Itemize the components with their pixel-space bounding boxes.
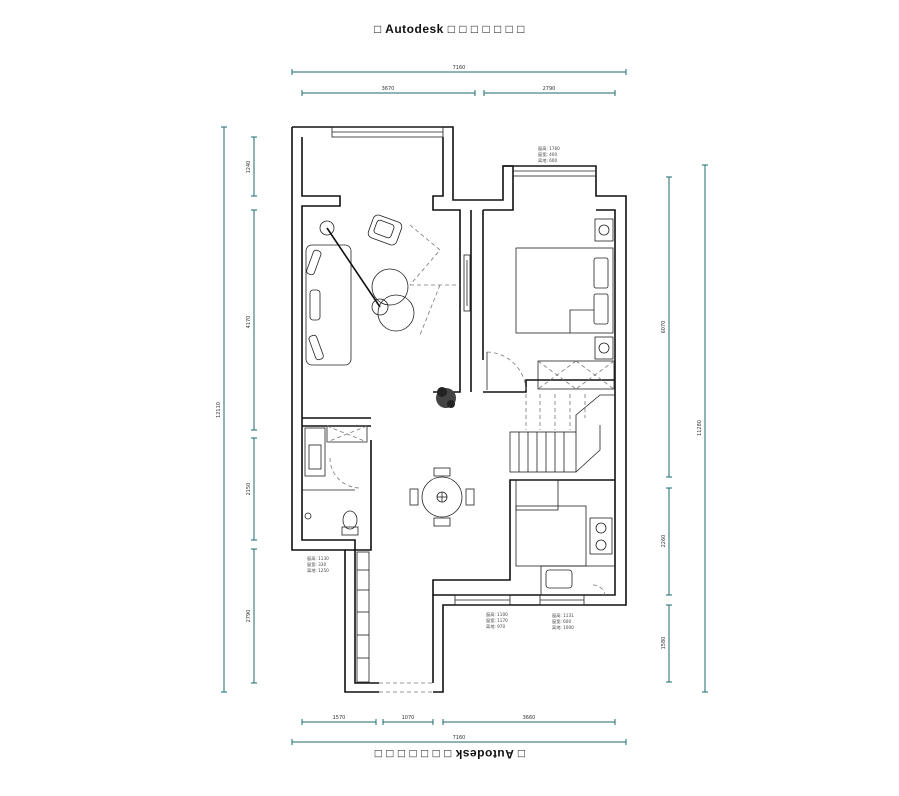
- note-kl-2: 窗宽: 1170: [486, 617, 508, 624]
- dim-right-c-label: 1580: [661, 637, 667, 650]
- shower: [302, 457, 361, 520]
- note-kl-3: 离地: 970: [486, 623, 505, 630]
- dim-left-d-label: 2790: [246, 610, 252, 623]
- dimension-bottom-b: 1070: [382, 715, 434, 725]
- note-top-2: 窗宽: 400: [538, 151, 557, 158]
- note-kr-2: 窗宽: 600: [552, 618, 571, 625]
- dimension-bottom-total: 7160: [291, 735, 627, 745]
- lounge-chair: [367, 214, 403, 246]
- dim-right-b-label: 2260: [661, 535, 667, 548]
- potted-plant: [436, 387, 456, 408]
- bath-cabinet: [326, 425, 368, 443]
- wardrobe: [537, 360, 615, 390]
- stove: [589, 517, 613, 555]
- note-kr-1: 窗高: 1131: [552, 612, 574, 619]
- coffee-table: [371, 268, 415, 332]
- note-bath-1: 窗高: 1130: [307, 555, 329, 562]
- window-note-top: 窗高: 1760 窗宽: 400 离地: 600: [538, 145, 560, 164]
- dim-bottom-b-label: 1070: [402, 715, 415, 721]
- outer-walls: [291, 126, 627, 693]
- note-kr-3: 离地: 1000: [552, 624, 574, 631]
- dim-bottom-total-label: 7160: [453, 735, 466, 741]
- window-note-bath: 窗高: 1130 窗宽: 330 离地: 1250: [307, 555, 329, 574]
- dim-top-right-label: 2790: [543, 86, 556, 92]
- bath-vanity: [304, 427, 326, 477]
- bed: [515, 247, 614, 334]
- note-kl-1: 窗高: 1100: [486, 611, 508, 618]
- dimension-bottom-a: 1570: [301, 715, 377, 725]
- nightstand-bottom: [594, 336, 614, 360]
- dim-top-left-label: 3670: [382, 86, 395, 92]
- dim-left-c-label: 2150: [246, 483, 252, 496]
- bedroom-door: [486, 351, 527, 391]
- dining-table: [409, 467, 475, 527]
- bath-tiles: [356, 551, 370, 683]
- dim-right-a-label: 6070: [661, 321, 667, 334]
- dimension-right-overall: 11280: [697, 164, 708, 693]
- kitchen-windows: [454, 584, 606, 606]
- note-top-1: 窗高: 1760: [538, 145, 560, 152]
- dimension-right-segments: 6070 2260 1580: [661, 176, 672, 683]
- note-bath-3: 离地: 1250: [307, 567, 329, 574]
- dimension-top-left: 3670: [301, 86, 476, 96]
- interior-walls: [302, 210, 615, 595]
- window-note-kitchen-left: 窗高: 1100 窗宽: 1170 离地: 970: [486, 611, 508, 630]
- staircase: [509, 394, 615, 473]
- tv-cabinet: [463, 254, 471, 312]
- dimension-top-right: 2790: [483, 86, 616, 96]
- dim-left-b-label: 4170: [246, 316, 252, 329]
- window-note-kitchen-right: 窗高: 1131 窗宽: 600 离地: 1000: [552, 612, 574, 631]
- note-bath-2: 窗宽: 330: [307, 561, 326, 568]
- dimension-top-total: 7160: [291, 65, 627, 75]
- dim-left-overall-label: 12110: [216, 402, 222, 418]
- dim-left-a-label: 1240: [246, 161, 252, 174]
- dim-bottom-c-label: 3660: [523, 715, 536, 721]
- sofa: [305, 244, 352, 366]
- dim-bottom-a-label: 1570: [333, 715, 346, 721]
- kitchen-counter: [515, 479, 616, 596]
- dimension-bottom-c: 3660: [442, 715, 616, 725]
- toilet: [341, 510, 359, 536]
- dim-right-overall-label: 11280: [697, 420, 703, 436]
- nightstand-top: [594, 218, 614, 242]
- dimension-left-overall: 12110: [216, 126, 227, 693]
- note-top-3: 离地: 600: [538, 157, 557, 164]
- drawing-title-top: □ Autodesk □ □ □ □ □ □ □: [374, 22, 525, 36]
- dimension-left-segments: 1240 4170 2150 2790: [246, 136, 257, 684]
- floor-lamp: [319, 220, 389, 316]
- dim-top-total-label: 7160: [453, 65, 466, 71]
- lighting-guides: [409, 224, 460, 336]
